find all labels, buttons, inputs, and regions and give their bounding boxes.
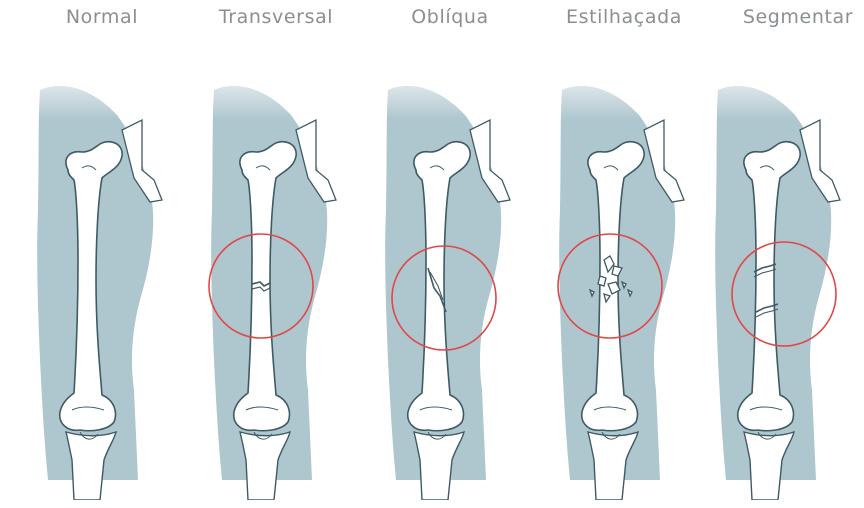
label-transversal: Transversal — [196, 6, 356, 28]
panel-segmentar — [700, 60, 860, 500]
panel-estilhacada — [544, 60, 704, 500]
panel-normal — [22, 60, 182, 500]
label-obliqua: Oblíqua — [370, 6, 530, 28]
panel-transversal — [196, 60, 356, 500]
label-normal: Normal — [22, 6, 182, 28]
label-estilhacada: Estilhaçada — [544, 6, 704, 28]
panel-obliqua — [370, 60, 530, 500]
label-segmentar: Segmentar — [718, 6, 864, 28]
